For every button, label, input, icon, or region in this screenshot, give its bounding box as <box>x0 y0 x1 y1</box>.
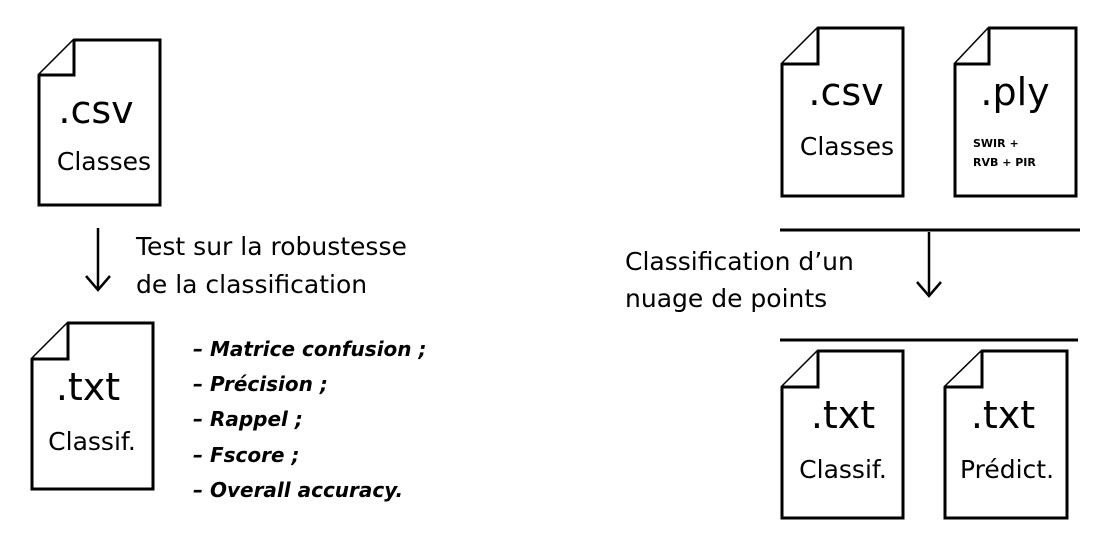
file-extension: .ply <box>980 70 1049 114</box>
metric-item: – Rappel ; <box>193 407 303 431</box>
txt-file-icon <box>943 349 1069 520</box>
file-label: Classif. <box>48 427 136 456</box>
txt-file-icon <box>780 349 905 520</box>
metric-item: – Précision ; <box>193 372 328 396</box>
file-label: Classes <box>57 147 151 176</box>
file-extension: .txt <box>56 365 120 409</box>
step-caption-line-2: nuage de points <box>625 284 827 313</box>
file-extension: .txt <box>811 393 875 437</box>
down-arrow-icon <box>916 232 942 298</box>
file-label-line-1: SWIR + <box>973 137 1019 150</box>
txt-file-icon <box>30 321 155 491</box>
ply-file-icon <box>953 26 1078 198</box>
metric-item: – Matrice confusion ; <box>193 337 427 361</box>
csv-file-icon <box>37 38 162 207</box>
down-arrow-icon <box>85 228 111 292</box>
file-label-line-2: RVB + PIR <box>973 156 1036 169</box>
file-extension: .csv <box>58 88 133 132</box>
file-label: Prédict. <box>960 455 1054 484</box>
step-caption-line-1: Classification d’un <box>625 247 854 276</box>
file-label: Classes <box>800 132 894 161</box>
step-caption-line-1: Test sur la robustesse <box>135 232 407 261</box>
file-extension: .txt <box>971 393 1035 437</box>
file-label: Classif. <box>799 455 887 484</box>
csv-file-icon <box>780 26 905 198</box>
file-extension: .csv <box>808 70 883 114</box>
metric-item: – Overall accuracy. <box>193 478 403 502</box>
step-caption-line-2: de la classification <box>136 270 367 299</box>
metric-item: – Fscore ; <box>193 443 300 467</box>
